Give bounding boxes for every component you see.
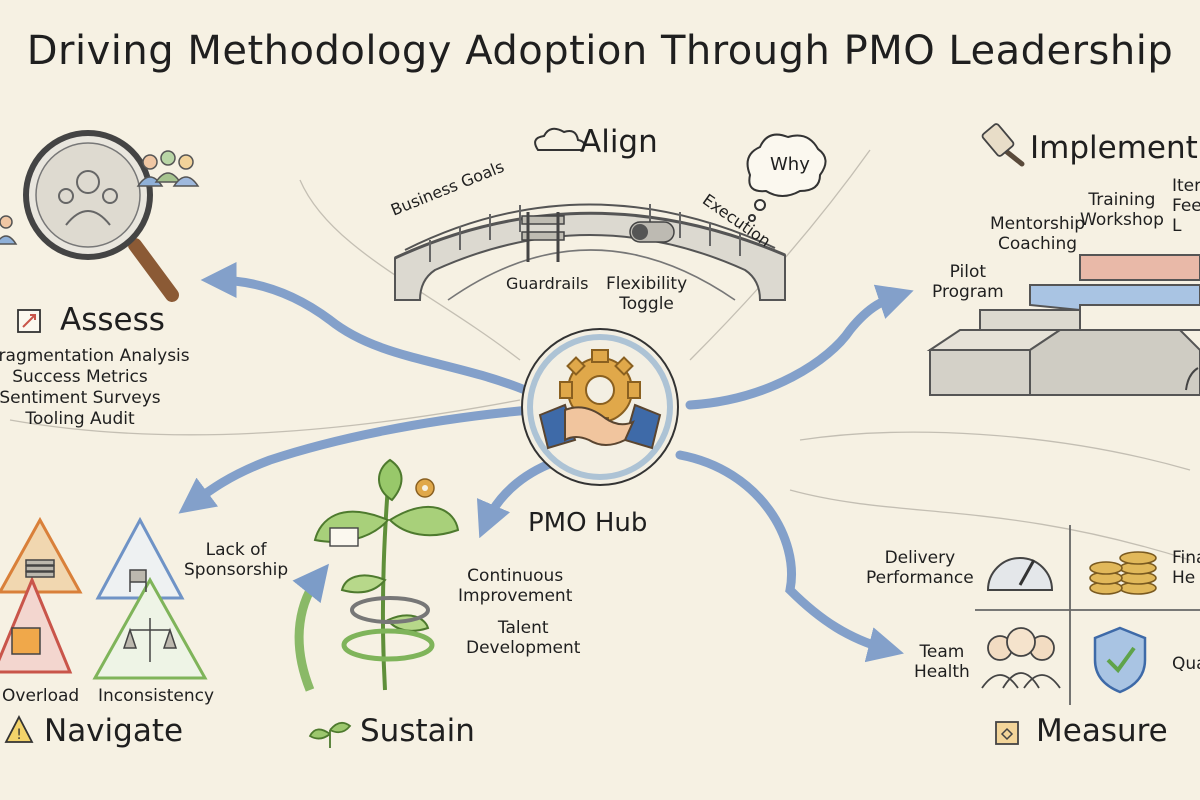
team-faces-icon (981, 627, 1061, 689)
measure-heading: Measure (1036, 713, 1168, 749)
sprout-icon (308, 721, 352, 748)
overload-label: Overload (2, 686, 80, 706)
talent-development-label: Talent Development (466, 618, 581, 658)
cloud-icon (534, 127, 586, 151)
warning-icon: ! (4, 715, 34, 743)
continuous-improvement-label: Continuous Improvement (458, 566, 573, 606)
arrow-to-measure (675, 450, 904, 663)
growing-plant-icon (292, 458, 460, 692)
arrow-to-navigate (178, 405, 535, 514)
lack-of-sponsorship-label: Lack of Sponsorship (184, 540, 289, 580)
hammer-icon (981, 123, 1025, 167)
hub-arrows (178, 262, 914, 663)
arrow-to-assess (200, 262, 530, 395)
sustain-heading: Sustain (360, 713, 475, 749)
align-bridge (394, 203, 786, 301)
svg-text:!: ! (16, 727, 22, 743)
why-bubble-text: Why (770, 154, 810, 175)
navigate-warning-signs (0, 516, 208, 680)
pmo-hub-label: PMO Hub (528, 508, 648, 538)
team-health-label: Team Health (914, 642, 970, 682)
assess-item-list: Fragmentation Analysis Success Metrics S… (0, 346, 190, 430)
measure-icon (995, 721, 1019, 745)
arrow-to-implement (685, 284, 914, 410)
handshake-icon (538, 403, 662, 450)
financial-health-label: Fina He (1172, 548, 1200, 588)
return-arrow-icon (1185, 367, 1199, 391)
people-group-icon (0, 150, 200, 245)
delivery-performance-label: Delivery Performance (866, 548, 974, 588)
assess-item: Success Metrics (12, 367, 148, 387)
inconsistency-label: Inconsistency (98, 686, 215, 706)
pilot-program-label: Pilot Program (932, 262, 1004, 302)
pmo-hub-circle (521, 328, 679, 486)
align-heading: Align (580, 124, 658, 160)
coins-icon (1089, 551, 1157, 595)
iteration-feedback-label: Iter Fee L (1172, 176, 1200, 236)
assess-heading: Assess (60, 302, 165, 338)
shield-check-icon (1093, 626, 1147, 694)
quality-label: Qua (1172, 654, 1200, 674)
stairs-icon (926, 254, 1200, 396)
navigate-heading: Navigate (44, 713, 184, 749)
assess-chart-icon (17, 309, 41, 333)
measure-grid (975, 525, 1200, 705)
page-title: Driving Methodology Adoption Through PMO… (26, 28, 1174, 74)
mentorship-coaching-label: Mentorship Coaching (990, 214, 1086, 254)
magnifier-icon (23, 130, 179, 302)
assess-item: Tooling Audit (25, 409, 135, 429)
implement-heading: Implement (1030, 130, 1198, 166)
training-workshop-label: Training Workshop (1080, 190, 1164, 230)
background-swirls (9, 149, 1191, 561)
flexibility-toggle-label: Flexibility Toggle (606, 274, 688, 314)
toggle-switch-icon (629, 221, 675, 243)
speedometer-icon (986, 557, 1054, 591)
guardrail-icon (521, 212, 565, 262)
why-thought-bubble (746, 133, 827, 222)
assess-item: Sentiment Surveys (0, 388, 161, 408)
assess-item: Fragmentation Analysis (0, 346, 190, 366)
guardrails-label: Guardrails (506, 274, 589, 293)
